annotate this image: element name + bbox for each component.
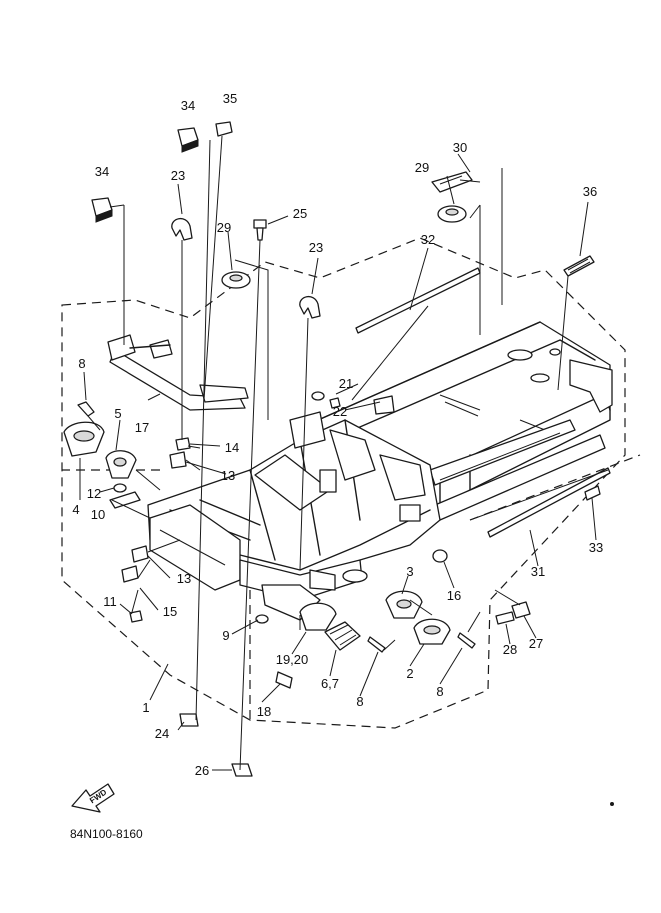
- part-5-bracket: [105, 450, 137, 479]
- part-22-bolt: [311, 391, 341, 409]
- part-13-bushing-upper: [169, 451, 187, 469]
- part-8-bolt-mid: [367, 636, 386, 653]
- part-26-clip: [231, 763, 253, 777]
- part-6-7-boot: [324, 621, 361, 651]
- part-36-reflector: [563, 255, 595, 277]
- callout-13-upper: 13: [221, 468, 235, 483]
- part-8-bolt-left: [77, 401, 95, 417]
- callout-11: 11: [103, 594, 117, 609]
- callout-30: 30: [453, 140, 467, 155]
- part-3-bracket: [385, 590, 423, 619]
- part-34-upper-block: [177, 127, 199, 153]
- callout-19-20: 19,20: [276, 652, 309, 667]
- part-4-cap: [63, 421, 105, 457]
- part-12-washer: [113, 483, 127, 493]
- part-28-bolt: [495, 611, 515, 625]
- callout-13-lower: 13: [177, 571, 191, 586]
- part-24-bracket: [179, 713, 199, 727]
- callout-12: 12: [87, 486, 101, 501]
- callout-15: 15: [163, 604, 177, 619]
- part-30-plate: [431, 171, 473, 193]
- callout-10: 10: [91, 507, 105, 522]
- callout-34-lower: 34: [95, 164, 109, 179]
- callout-32: 32: [421, 232, 435, 247]
- part-2-cap: [413, 618, 451, 645]
- main-frame: [299, 321, 613, 521]
- part-11-nut: [129, 610, 143, 623]
- part-27-clip: [511, 601, 531, 619]
- part-35-block: [215, 121, 233, 137]
- callout-16: 16: [447, 588, 461, 603]
- callout-labels: 1 2 3 4 5 6,7 8 8 8 9 10 11 12 13 13 14 …: [72, 91, 603, 778]
- part-16-cap: [432, 549, 448, 563]
- callout-21: 21: [339, 376, 353, 391]
- callout-17: 17: [135, 420, 149, 435]
- callout-25: 25: [293, 206, 307, 221]
- part-31-strip: [487, 467, 611, 538]
- part-21-bracket: [373, 395, 395, 415]
- callout-5: 5: [114, 406, 121, 421]
- part-23-clip-lower: [299, 296, 321, 319]
- callout-22: 22: [333, 404, 347, 419]
- part-15-bushing: [121, 565, 139, 583]
- callout-29-right: 29: [415, 160, 429, 175]
- callout-34-upper: 34: [181, 98, 195, 113]
- callout-9: 9: [222, 628, 229, 643]
- leader-lines: [79, 135, 609, 771]
- front-subframe: [147, 411, 441, 621]
- part-10-bracket: [109, 491, 141, 509]
- callout-2: 2: [406, 666, 413, 681]
- diagram-code: 84N100-8160: [70, 827, 143, 841]
- callout-8-right: 8: [436, 684, 443, 699]
- part-17-handle: [107, 334, 249, 411]
- part-13-bushing-lower: [131, 545, 149, 563]
- stray-dot: [610, 802, 614, 806]
- callout-14: 14: [225, 440, 239, 455]
- part-9-washer: [255, 614, 269, 624]
- callout-26: 26: [195, 763, 209, 778]
- callout-36: 36: [583, 184, 597, 199]
- part-19-20-bracket: [299, 602, 337, 631]
- part-23-clip-upper: [171, 218, 193, 241]
- callout-24: 24: [155, 726, 169, 741]
- callout-18: 18: [257, 704, 271, 719]
- callout-3: 3: [406, 564, 413, 579]
- callout-6-7: 6,7: [321, 676, 339, 691]
- callout-31: 31: [531, 564, 545, 579]
- callout-29-left: 29: [217, 220, 231, 235]
- callout-27: 27: [529, 636, 543, 651]
- part-8-bolt-right: [457, 632, 476, 649]
- part-32-strip: [355, 267, 481, 334]
- callout-28: 28: [503, 642, 517, 657]
- callout-23-lower: 23: [309, 240, 323, 255]
- callout-33: 33: [589, 540, 603, 555]
- part-25-bolt: [253, 219, 267, 241]
- callout-4: 4: [72, 502, 79, 517]
- callout-23-upper: 23: [171, 168, 185, 183]
- callout-1: 1: [142, 700, 149, 715]
- fwd-arrow-icon: FWD: [71, 783, 115, 813]
- part-14-bushing: [175, 437, 191, 451]
- part-33-plate: [584, 485, 601, 501]
- part-29-grommet-left: [221, 271, 251, 289]
- part-34-lower-block: [91, 197, 113, 223]
- callout-8-mid: 8: [356, 694, 363, 709]
- part-29-grommet-right: [437, 205, 467, 223]
- callout-35: 35: [223, 91, 237, 106]
- part-18-bolt: [275, 671, 293, 689]
- callout-8-left: 8: [78, 356, 85, 371]
